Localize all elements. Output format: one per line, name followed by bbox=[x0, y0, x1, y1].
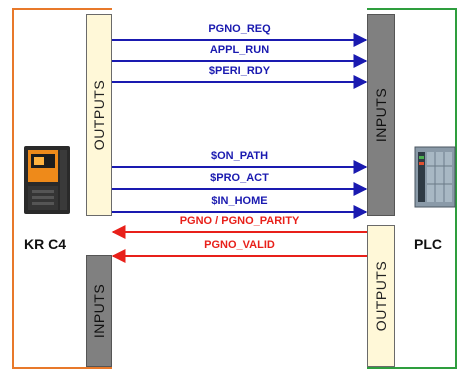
plc-outputs-block: OUTPUTS bbox=[367, 225, 395, 367]
plc-frame bbox=[367, 8, 457, 369]
plc-inputs-block: INPUTS bbox=[367, 14, 395, 216]
robot-controller-icon bbox=[24, 146, 70, 214]
signal-label-pgno-valid: PGNO_VALID bbox=[204, 239, 275, 251]
krc-inputs-block: INPUTS bbox=[86, 255, 112, 367]
signal-label-appl-run: APPL_RUN bbox=[209, 44, 270, 56]
plc-rack-icon bbox=[414, 146, 456, 208]
krc-frame bbox=[12, 8, 112, 369]
signal-label-pgno-req: PGNO_REQ bbox=[208, 23, 271, 35]
plc-label: PLC bbox=[414, 236, 442, 252]
signal-label-on-path: $ON_PATH bbox=[210, 150, 269, 162]
signal-label-peri-rdy: $PERI_RDY bbox=[208, 65, 271, 77]
signal-label-pgno-pgno-parity: PGNO / PGNO_PARITY bbox=[179, 215, 300, 227]
signal-label-in-home: $IN_HOME bbox=[211, 195, 268, 207]
krc-outputs-block: OUTPUTS bbox=[86, 14, 112, 216]
krc-label: KR C4 bbox=[24, 236, 67, 252]
signal-label-pro-act: $PRO_ACT bbox=[210, 172, 269, 184]
